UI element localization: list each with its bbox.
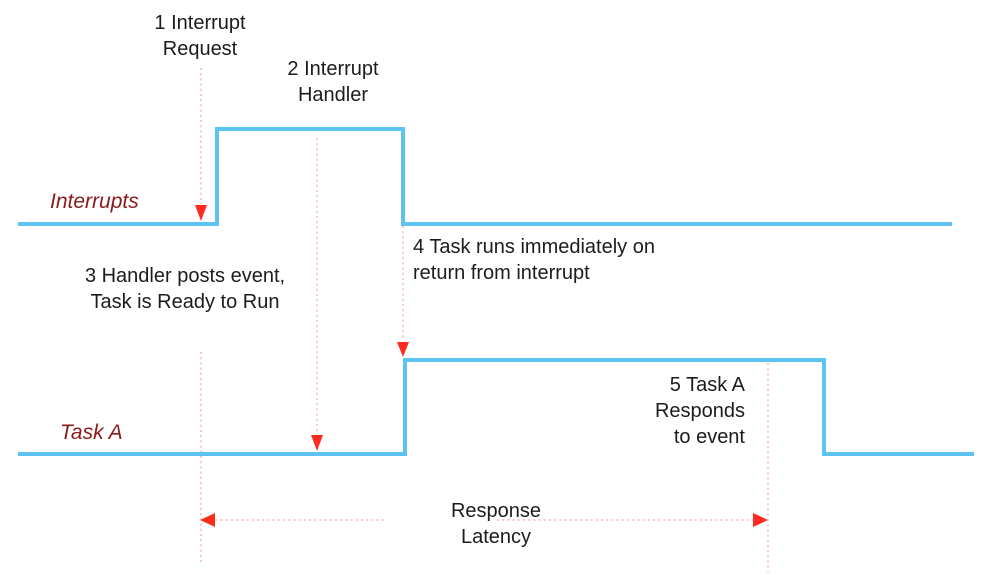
label-handler-posts-event: 3 Handler posts event, Task is Ready to … xyxy=(35,263,335,315)
label-line: Latency xyxy=(460,526,532,548)
label-response-latency: Response Latency xyxy=(396,498,596,550)
signal-label-interrupts: Interrupts xyxy=(50,190,139,213)
label-task-runs-immediately: 4 Task runs immediately on return from i… xyxy=(413,234,743,286)
label-interrupt-request: 1 Interrupt Request xyxy=(100,10,300,62)
label-line: 3 Handler posts event, xyxy=(84,265,286,287)
label-line: Request xyxy=(162,38,238,60)
arrow-right-latency-icon xyxy=(753,513,768,527)
arrow-down-handler-posts-event-icon xyxy=(311,435,323,451)
label-line: Task is Ready to Run xyxy=(90,291,280,313)
label-line: return from interrupt xyxy=(413,262,590,284)
label-line: 5 Task A xyxy=(669,374,745,396)
interrupts-waveform xyxy=(18,127,952,226)
label-interrupt-handler: 2 Interrupt Handler xyxy=(233,56,433,108)
label-line: 2 Interrupt xyxy=(287,58,379,80)
signal-label-taska: Task A xyxy=(60,421,123,444)
label-line: to event xyxy=(673,426,745,448)
arrow-left-latency-icon xyxy=(200,513,215,527)
label-line: Responds xyxy=(654,400,745,422)
arrow-down-interrupt-request-icon xyxy=(195,205,207,221)
label-taska-responds: 5 Task A Responds to event xyxy=(565,372,745,450)
arrow-down-task-runs-icon xyxy=(397,342,409,357)
label-line: 4 Task runs immediately on xyxy=(413,236,655,258)
label-line: Response xyxy=(450,500,542,522)
label-line: 1 Interrupt xyxy=(154,12,246,34)
label-line: Handler xyxy=(297,84,369,106)
taska-waveform xyxy=(18,358,974,456)
